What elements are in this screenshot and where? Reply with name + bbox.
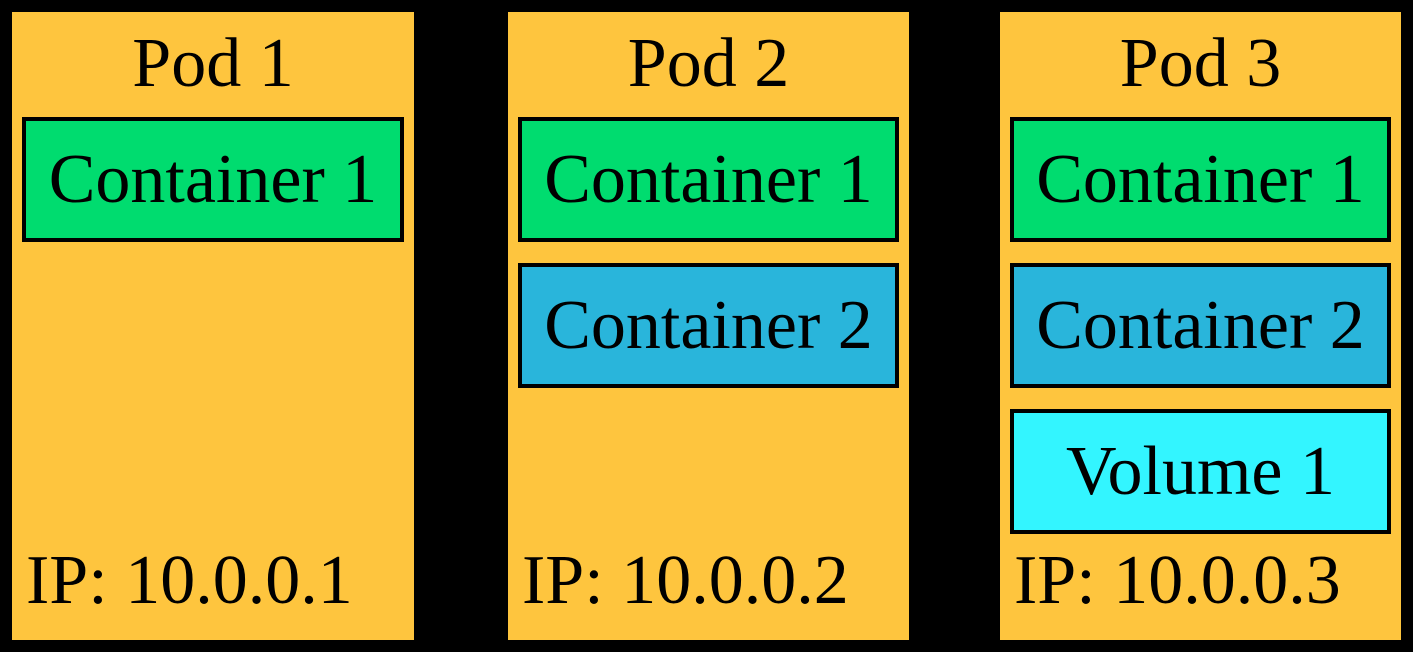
container-box: Container 1 <box>22 117 404 242</box>
box-label: Container 2 <box>1036 286 1365 364</box>
pod-ip-label: IP: 10.0.0.1 <box>26 542 353 619</box>
pod-title: Pod 1 <box>132 25 294 102</box>
pod-title: Pod 3 <box>1119 25 1282 102</box>
box-label: Container 1 <box>544 140 873 218</box>
container-box: Container 2 <box>518 263 899 388</box>
box-label: Container 2 <box>544 286 873 364</box>
box-label: Container 1 <box>48 140 378 218</box>
pod-boxes: Container 1 Container 2 Volume 1 <box>1010 117 1391 534</box>
container-box: Container 1 <box>518 117 899 242</box>
pod-1: Pod 1 Container 1 IP: 10.0.0.1 <box>8 8 418 644</box>
pod-boxes: Container 1 Container 2 <box>518 117 899 388</box>
pod-3: Pod 3 Container 1 Container 2 Volume 1 I… <box>996 8 1405 644</box>
container-box: Container 2 <box>1010 263 1391 388</box>
pod-ip-label: IP: 10.0.0.3 <box>1014 542 1341 619</box>
container-box: Container 1 <box>1010 117 1391 242</box>
box-label: Volume 1 <box>1066 432 1335 510</box>
box-label: Container 1 <box>1036 140 1365 218</box>
pod-title: Pod 2 <box>627 25 790 102</box>
pod-2: Pod 2 Container 1 Container 2 IP: 10.0.0… <box>504 8 913 644</box>
pod-ip-label: IP: 10.0.0.2 <box>522 542 849 619</box>
volume-box: Volume 1 <box>1010 409 1391 534</box>
pod-boxes: Container 1 <box>22 117 404 242</box>
